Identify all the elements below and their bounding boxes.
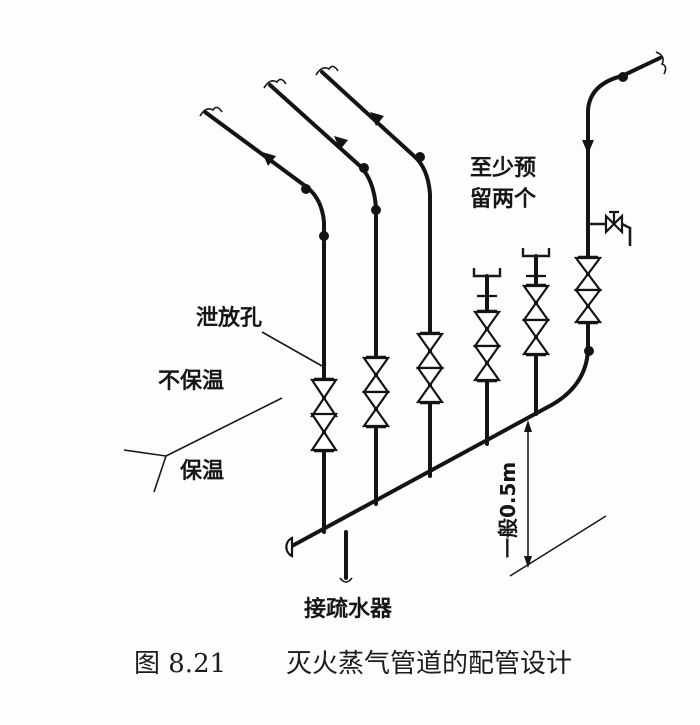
valve-4 <box>472 309 502 383</box>
branch-2-break <box>263 78 287 89</box>
not-insulated-leader <box>165 397 283 457</box>
joint-dot <box>359 163 369 173</box>
label-height: 一般0.5m <box>496 462 520 558</box>
label-not-insulated: 不保温 <box>158 369 224 394</box>
branch-1-break <box>199 106 223 117</box>
joint-dot <box>371 205 381 215</box>
label-drain-device: 接疏水器 <box>304 596 393 622</box>
label-insulated: 保温 <box>179 459 224 484</box>
riser-break <box>655 51 667 75</box>
header-pipe <box>285 348 590 558</box>
figure-number: 图 8.21 <box>134 649 226 679</box>
flow-arrow-icon <box>334 136 348 150</box>
label-drain-hole: 泄放孔 <box>196 305 262 331</box>
height-dimension <box>509 420 607 577</box>
joint-dot <box>618 72 628 82</box>
insulated-leader <box>153 455 167 493</box>
joint-dot <box>584 346 594 356</box>
label-reserve-line2: 留两个 <box>470 186 537 212</box>
joint-dot <box>301 184 311 194</box>
joint-dot <box>415 152 425 162</box>
valve-1 <box>309 377 339 453</box>
valve-6 <box>573 255 603 325</box>
flow-arrow-icon <box>262 152 276 166</box>
branch-1 <box>199 106 329 534</box>
drain-break <box>339 577 353 583</box>
flow-arrow-icon <box>370 112 384 126</box>
branch-3-break <box>315 65 339 76</box>
figure-title: 灭火蒸气管道的配管设计 <box>286 649 572 679</box>
branch-2 <box>263 78 381 506</box>
drain-hole-leader <box>261 331 323 367</box>
branch-3 <box>315 65 432 478</box>
valve-2 <box>361 355 391 429</box>
label-reserve-line1: 至少预 <box>470 156 536 181</box>
valve-3 <box>415 331 445 405</box>
joint-dot <box>319 231 329 241</box>
leader-lines <box>123 331 323 493</box>
drain-line <box>339 530 353 583</box>
flow-arrow-icon <box>582 140 594 154</box>
riser-branch-6 <box>582 51 667 356</box>
valve-5 <box>521 283 551 357</box>
header-end-cap <box>285 536 294 558</box>
